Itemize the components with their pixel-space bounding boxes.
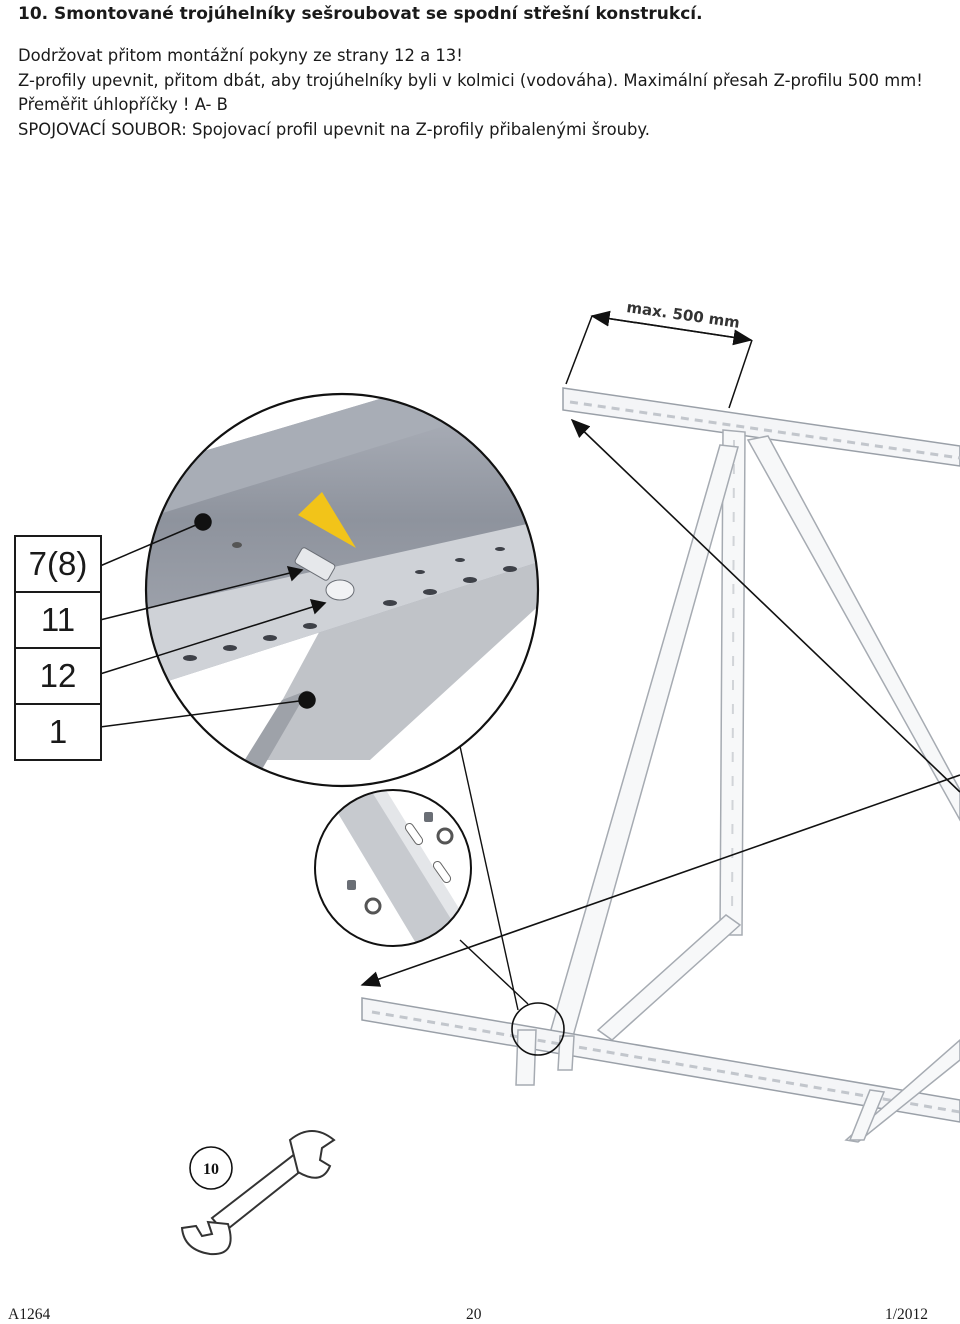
vertical-post	[719, 429, 746, 936]
yellow-marker	[298, 492, 356, 548]
svg-text:10: 10	[203, 1161, 219, 1178]
tool-number-badge: 10	[189, 1146, 233, 1190]
joint-callout-circle	[511, 1002, 565, 1056]
parts-table: 7(8) 11 12 1	[14, 535, 102, 761]
instruction-line-4: SPOJOVACÍ SOUBOR: Spojovací profil upevn…	[18, 119, 650, 139]
wrench-icon	[180, 1130, 336, 1256]
diagonal-measure-ba	[570, 418, 960, 793]
triangle-base	[596, 914, 742, 1041]
rear-diagonal	[746, 435, 960, 822]
instruction-line-2: Z-profily upevnit, přitom dbát, aby troj…	[18, 70, 923, 90]
diagonal-measure-ab	[360, 774, 960, 987]
part-ref-12: 12	[16, 649, 100, 705]
bolt-kit-detail	[315, 790, 471, 946]
leader-lines	[99, 513, 327, 728]
footer-doc-code: A1264	[8, 1306, 51, 1323]
dimension-max-500: max. 500 mm	[565, 298, 753, 409]
step-heading: 10. Smontované trojúhelníky sešroubovat …	[18, 4, 703, 24]
instructions: Dodržovat přitom montážní pokyny ze stra…	[18, 44, 923, 142]
footer-page-number: 20	[466, 1306, 482, 1323]
top-z-profile	[562, 387, 960, 467]
bolt-detail	[294, 547, 355, 601]
dimension-label: max. 500 mm	[625, 298, 741, 332]
instruction-line-3: Přeměřit úhlopříčky ! A- B	[18, 95, 228, 114]
zoom-detail	[146, 394, 538, 786]
instruction-line-1: Dodržovat přitom montážní pokyny ze stra…	[18, 46, 463, 65]
part-ref-1: 1	[48, 713, 68, 750]
part-ref-11: 11	[16, 593, 100, 649]
footer-date: 1/2012	[884, 1306, 928, 1323]
part-ref-7-8: 7(8)	[16, 537, 100, 593]
